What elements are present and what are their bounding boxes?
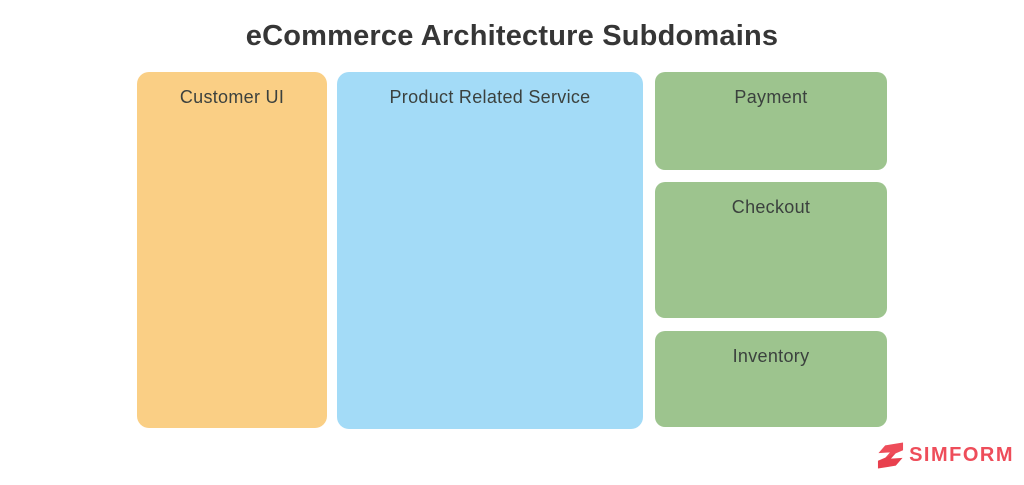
block-product-related-service: Product Related Service bbox=[337, 72, 643, 429]
simform-logo-text: SIMFORM bbox=[909, 444, 1014, 466]
block-product-related-service-label: Product Related Service bbox=[389, 87, 591, 107]
block-customer-ui: Customer UI bbox=[137, 72, 327, 428]
block-payment-label: Payment bbox=[734, 87, 808, 107]
block-checkout: Checkout bbox=[655, 182, 887, 318]
block-payment: Payment bbox=[655, 72, 887, 170]
block-checkout-label: Checkout bbox=[731, 197, 811, 217]
simform-s-icon bbox=[878, 442, 904, 469]
block-inventory-label: Inventory bbox=[732, 346, 810, 366]
block-customer-ui-label: Customer UI bbox=[179, 87, 285, 107]
page-title: eCommerce Architecture Subdomains bbox=[245, 20, 779, 52]
simform-logo: SIMFORM bbox=[876, 442, 1014, 469]
block-inventory: Inventory bbox=[655, 331, 887, 427]
